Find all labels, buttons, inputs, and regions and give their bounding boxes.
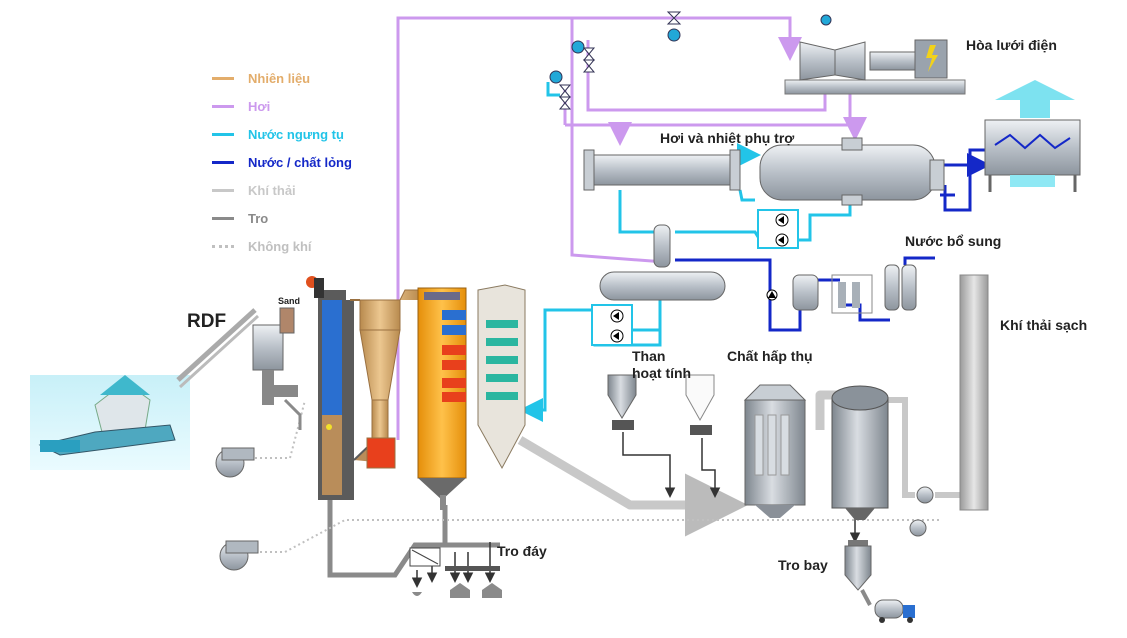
legend-swatch bbox=[212, 188, 234, 192]
deaerator bbox=[599, 224, 726, 301]
legend-swatch bbox=[212, 132, 234, 136]
legend-label: Nước ngưng tụ bbox=[248, 126, 344, 142]
legend-item-steam: Hơi bbox=[212, 96, 270, 116]
legend-swatch bbox=[212, 216, 234, 220]
label-bottom-ash: Tro đáy bbox=[497, 543, 547, 559]
legend-item-flue-gas: Khí thải bbox=[212, 180, 296, 200]
legend-item-condensate: Nước ngưng tụ bbox=[212, 124, 344, 144]
legend-label: Nhiên liệu bbox=[248, 70, 311, 86]
economizer bbox=[477, 284, 526, 470]
legend-item-ash: Tro bbox=[212, 208, 268, 228]
legend-item-water: Nước / chất lỏng bbox=[212, 152, 352, 172]
superheater bbox=[417, 287, 467, 510]
legend-item-fuel: Nhiên liệu bbox=[212, 68, 310, 88]
flue-gas-small bbox=[880, 397, 962, 498]
fans bbox=[215, 447, 934, 571]
water-treatment bbox=[792, 264, 917, 314]
bottom-ash-system bbox=[409, 547, 502, 598]
rdf-conveyor bbox=[30, 308, 260, 470]
feeder bbox=[252, 307, 302, 430]
label-fly-ash: Tro bay bbox=[778, 557, 828, 573]
aux-heat-exchanger bbox=[583, 149, 741, 191]
legend-swatch bbox=[212, 76, 234, 80]
baghouse bbox=[743, 384, 807, 518]
legend-swatch bbox=[212, 244, 234, 248]
legend-swatch bbox=[212, 104, 234, 108]
pumps bbox=[591, 209, 799, 346]
stack bbox=[959, 274, 989, 511]
condenser bbox=[759, 137, 945, 206]
legend-label: Không khí bbox=[248, 238, 312, 254]
ash-lines bbox=[327, 495, 500, 578]
fly-ash-silo bbox=[844, 540, 915, 623]
label-clean-flue-gas: Khí thải sạch bbox=[1000, 317, 1088, 333]
label-activated-carbon-2: hoạt tính bbox=[632, 365, 692, 381]
label-sand: Sand bbox=[278, 296, 301, 306]
label-aux-heat: Hơi và nhiệt phụ trợ bbox=[660, 130, 795, 146]
cyclone bbox=[350, 289, 421, 469]
air-lines bbox=[255, 399, 940, 553]
label-rdf: RDF bbox=[187, 311, 227, 332]
legend-label: Hơi bbox=[248, 98, 271, 114]
turbine-generator bbox=[784, 39, 966, 95]
label-makeup-water: Nước bổ sung bbox=[905, 233, 1002, 249]
legend-label: Khí thải bbox=[248, 182, 296, 198]
absorber bbox=[831, 385, 889, 520]
legend-swatch bbox=[212, 160, 234, 164]
label-grid: Hòa lưới điện bbox=[966, 37, 1057, 53]
valves bbox=[549, 11, 832, 110]
label-absorbent: Chất hấp thụ bbox=[727, 348, 813, 364]
legend-label: Nước / chất lỏng bbox=[248, 154, 352, 170]
dosing-silos bbox=[607, 374, 715, 435]
legend-item-air: Không khí bbox=[212, 236, 312, 256]
label-activated-carbon-1: Than bbox=[632, 348, 666, 364]
cooling-tower bbox=[984, 80, 1081, 192]
legend-label: Tro bbox=[248, 210, 269, 226]
